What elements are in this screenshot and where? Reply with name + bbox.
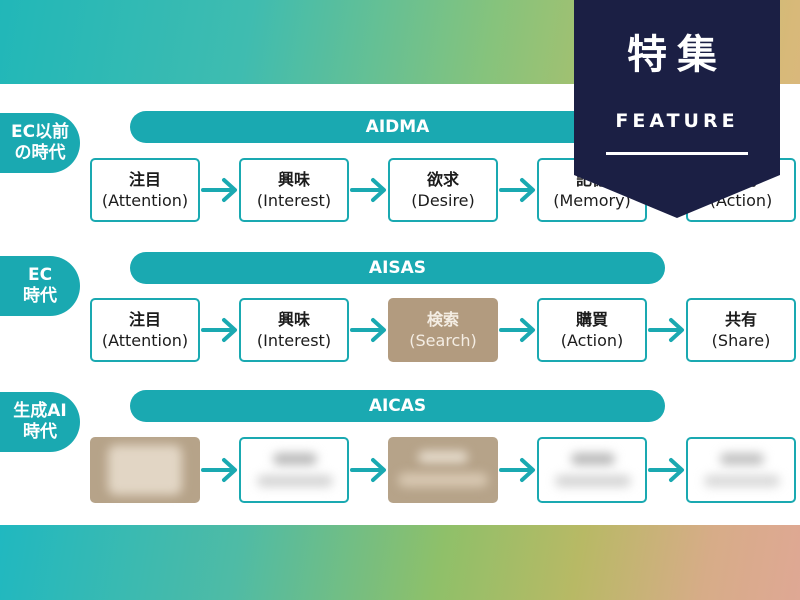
step-box: 注目 (Attention) <box>90 158 200 222</box>
step-label-en: (Desire) <box>411 191 475 210</box>
arrow-right-icon <box>349 315 389 345</box>
arrow-right-icon <box>498 315 538 345</box>
era-label-line: EC <box>27 265 53 285</box>
model-bar-aisas: AISAS <box>130 252 665 284</box>
step-box: 注目 (Attention) <box>90 298 200 362</box>
step-label-jp: 検索 <box>426 310 459 329</box>
arrow-right-icon <box>349 175 389 205</box>
step-label-en: (Action) <box>560 331 624 350</box>
era-label-pre-ec: EC以前 の時代 <box>0 113 80 173</box>
era-label-line: 時代 <box>23 286 57 306</box>
blur-smudge <box>720 453 764 465</box>
step-box: 共有 (Share) <box>686 298 796 362</box>
blur-smudge <box>273 453 317 465</box>
badge-subtitle: FEATURE <box>615 110 739 132</box>
step-box: 興味 (Interest) <box>239 158 349 222</box>
blur-smudge <box>108 445 182 495</box>
model-name: AISAS <box>368 258 427 278</box>
blurred-step-box <box>537 437 647 503</box>
arrow-right-icon <box>647 455 687 485</box>
era-label-line: EC以前 <box>10 122 70 142</box>
blurred-step-box <box>90 437 200 503</box>
step-label-jp: 注目 <box>128 310 161 329</box>
step-box: 欲求 (Desire) <box>388 158 498 222</box>
arrow-right-icon <box>647 315 687 345</box>
badge-title: 特集 <box>627 32 727 78</box>
step-label-en: (Attention) <box>101 331 189 350</box>
step-label-en: (Interest) <box>256 331 332 350</box>
step-label-jp: 共有 <box>724 310 757 329</box>
era-label-line: 時代 <box>23 422 57 442</box>
arrow-right-icon <box>200 455 240 485</box>
blurred-step-box <box>239 437 349 503</box>
step-label-jp: 注目 <box>128 170 161 189</box>
badge-divider <box>606 152 748 155</box>
feature-badge: 特集 FEATURE <box>574 0 780 218</box>
blur-smudge <box>555 475 631 487</box>
era-label-generative-ai: 生成AI 時代 <box>0 392 80 452</box>
blurred-step-box <box>388 437 498 503</box>
step-label-en: (Search) <box>409 331 477 350</box>
era-label-line: 生成AI <box>13 401 67 421</box>
step-box: 興味 (Interest) <box>239 298 349 362</box>
step-box-highlighted: 検索 (Search) <box>388 298 498 362</box>
blur-smudge <box>704 475 780 487</box>
step-label-jp: 欲求 <box>426 170 459 189</box>
step-box: 購買 (Action) <box>537 298 647 362</box>
step-label-en: (Attention) <box>101 191 189 210</box>
arrow-right-icon <box>349 455 389 485</box>
step-label-en: (Memory) <box>553 191 631 210</box>
arrow-right-icon <box>200 315 240 345</box>
model-name: AIDMA <box>365 117 430 137</box>
step-label-jp: 購買 <box>575 310 608 329</box>
era-label-line: の時代 <box>14 143 66 163</box>
blur-smudge <box>571 453 615 465</box>
model-name: AICAS <box>368 396 427 416</box>
step-label-jp: 興味 <box>277 170 310 189</box>
step-label-en: (Share) <box>711 331 771 350</box>
gradient-footer-band <box>0 525 800 600</box>
step-label-en: (Interest) <box>256 191 332 210</box>
blur-smudge <box>398 473 488 487</box>
blur-smudge <box>418 451 468 463</box>
blurred-step-box <box>686 437 796 503</box>
badge-shape <box>574 0 780 218</box>
era-label-ec: EC 時代 <box>0 256 80 316</box>
blur-smudge <box>257 475 333 487</box>
step-label-jp: 興味 <box>277 310 310 329</box>
arrow-right-icon <box>498 175 538 205</box>
model-bar-aicas: AICAS <box>130 390 665 422</box>
arrow-right-icon <box>200 175 240 205</box>
arrow-right-icon <box>498 455 538 485</box>
